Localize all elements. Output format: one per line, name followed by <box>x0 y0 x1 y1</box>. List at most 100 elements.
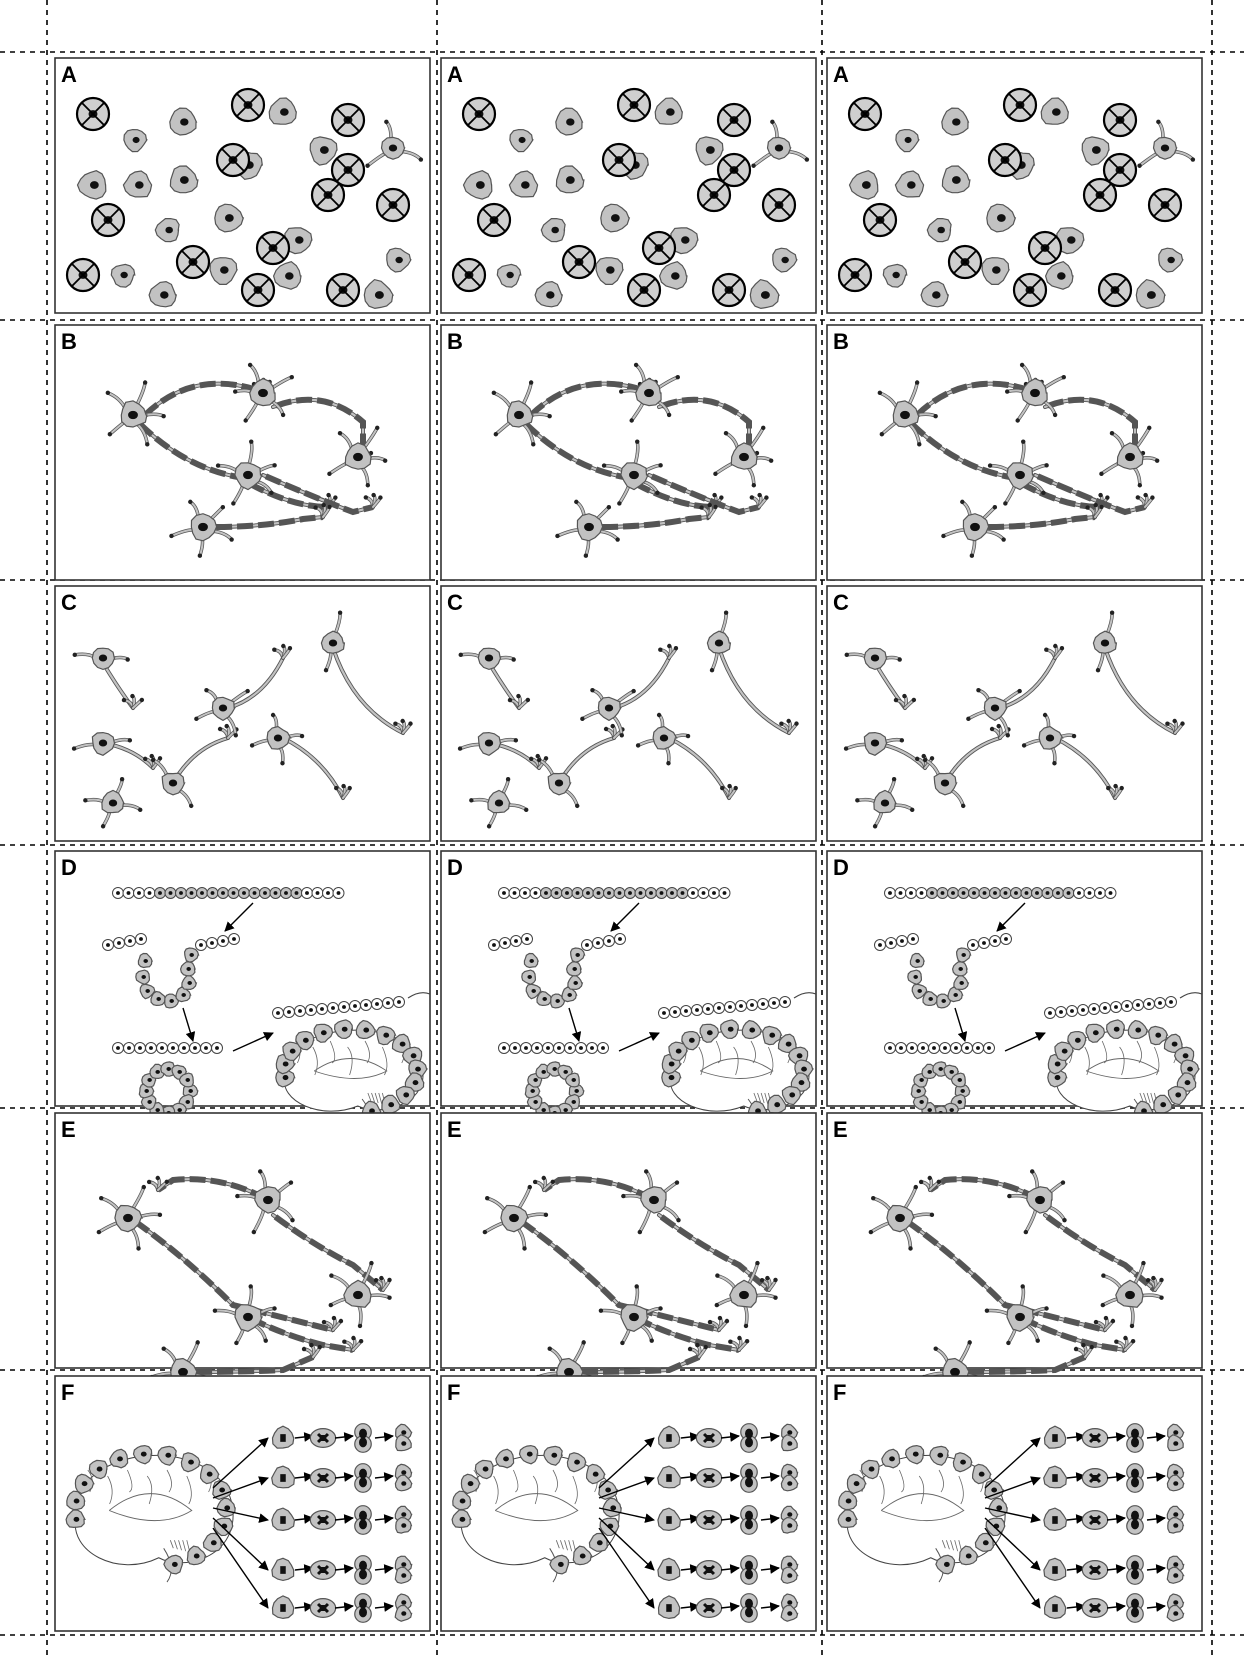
panel-illustration <box>488 887 817 1125</box>
stem-cell-icon <box>658 1007 670 1019</box>
panel-illustration <box>874 887 1203 1125</box>
neuron-icon <box>150 757 194 809</box>
arrow-icon <box>1146 1472 1166 1482</box>
neuron-icon <box>233 362 294 423</box>
dividing-cell-icon <box>657 1595 681 1620</box>
neuron-icon <box>83 776 143 829</box>
stem-cell-icon <box>167 1042 179 1054</box>
stem-cell-icon <box>746 999 758 1011</box>
arrow-icon <box>598 1437 655 1489</box>
cell <box>395 1434 412 1452</box>
cell <box>169 165 199 194</box>
dividing-cell-icon <box>394 1463 413 1492</box>
stem-cell-icon <box>968 887 980 899</box>
stem-cell-icon <box>896 935 908 947</box>
stem-cell-icon <box>713 1002 725 1014</box>
stem-cell-icon <box>1073 887 1085 899</box>
arrow-icon <box>374 1602 394 1612</box>
stem-cell-icon <box>586 1042 598 1054</box>
panel-illustration <box>457 610 799 829</box>
stem-cell-icon <box>1105 1019 1126 1040</box>
stem-cell-icon <box>597 1042 609 1054</box>
stem-cell-icon <box>569 947 586 963</box>
dividing-cell-icon <box>1166 1505 1185 1534</box>
neuron-icon <box>1092 610 1118 673</box>
panel-label: C <box>447 590 463 615</box>
axon <box>717 646 799 735</box>
stem-cell-icon <box>135 969 151 985</box>
cell <box>1166 1474 1185 1492</box>
arrow-icon <box>1146 1432 1166 1442</box>
stem-cell-icon <box>498 1042 510 1054</box>
stem-cell-icon <box>779 996 791 1008</box>
stem-cell-icon <box>164 887 177 899</box>
arrow-icon <box>224 902 254 932</box>
arrow-icon <box>334 1472 354 1482</box>
stem-cell-icon <box>495 1448 515 1469</box>
stem-cell-icon <box>757 998 769 1010</box>
cell <box>882 263 908 288</box>
panel-border <box>440 324 817 581</box>
stem-cell-icon <box>488 939 500 951</box>
cell <box>781 1516 799 1534</box>
arrow-icon <box>996 902 1026 932</box>
neuron-icon <box>536 757 580 809</box>
cell <box>1166 1566 1185 1584</box>
dividing-cell-icon <box>354 1423 372 1453</box>
crossed-cell-icon <box>375 187 411 223</box>
myelinated-axon <box>146 1175 270 1203</box>
arrow-icon <box>1004 1032 1046 1052</box>
panel-label: D <box>447 855 463 880</box>
arrow-icon <box>720 1514 740 1524</box>
neuron-icon <box>482 1184 549 1251</box>
myelinated-axon <box>903 1217 1116 1333</box>
dividing-cell-icon <box>780 1593 799 1622</box>
neuron-icon <box>194 687 250 738</box>
stem-cell-icon <box>327 1002 339 1014</box>
stem-cell-icon <box>1148 1025 1169 1046</box>
neuron-icon <box>1099 425 1160 488</box>
stem-cell-icon <box>939 1042 951 1054</box>
arrow-icon <box>720 1432 740 1442</box>
cell <box>154 218 180 243</box>
cell <box>386 247 412 273</box>
dividing-cell-icon <box>695 1598 723 1618</box>
stem-cell-icon <box>283 1006 295 1018</box>
dividing-cell-icon <box>657 1507 682 1532</box>
crossed-cell-icon <box>561 244 597 280</box>
stem-cell-icon <box>1165 996 1177 1008</box>
stem-cell-icon <box>382 997 394 1009</box>
neuron-icon <box>320 610 346 673</box>
panel-illustration <box>491 362 774 558</box>
cell <box>981 257 1011 285</box>
neuron-icon <box>215 439 277 506</box>
stem-cell-icon <box>133 887 145 899</box>
cell <box>496 263 522 288</box>
stem-cell-icon <box>950 1042 962 1054</box>
panel-illustration <box>65 87 424 310</box>
neuron-icon <box>1137 119 1196 168</box>
stem-cell-icon <box>1083 887 1096 899</box>
cell <box>670 227 699 255</box>
panel-label: E <box>833 1117 848 1142</box>
dividing-cell-icon <box>271 1557 295 1582</box>
stem-cell-icon <box>762 1025 783 1046</box>
stem-cell-icon <box>1044 1007 1056 1019</box>
stem-cell-icon <box>781 1085 802 1106</box>
crossed-cell-icon <box>716 152 752 188</box>
arrow-icon <box>212 1527 269 1609</box>
neuron-icon <box>169 499 234 558</box>
neuron-icon <box>555 499 620 558</box>
dividing-cell-icon <box>1043 1425 1067 1449</box>
dividing-cell-icon <box>657 1557 681 1582</box>
arrow-icon <box>568 1007 582 1042</box>
panel-border <box>54 324 431 581</box>
crossed-cell-icon <box>837 257 873 293</box>
crossed-cell-icon <box>1102 102 1138 138</box>
cell <box>462 170 493 200</box>
neuron-icon <box>987 439 1049 506</box>
stem-cell-icon <box>911 983 928 1000</box>
stem-cell-icon <box>510 935 522 947</box>
stem-cell-icon <box>585 1463 606 1485</box>
axon <box>1103 646 1185 735</box>
